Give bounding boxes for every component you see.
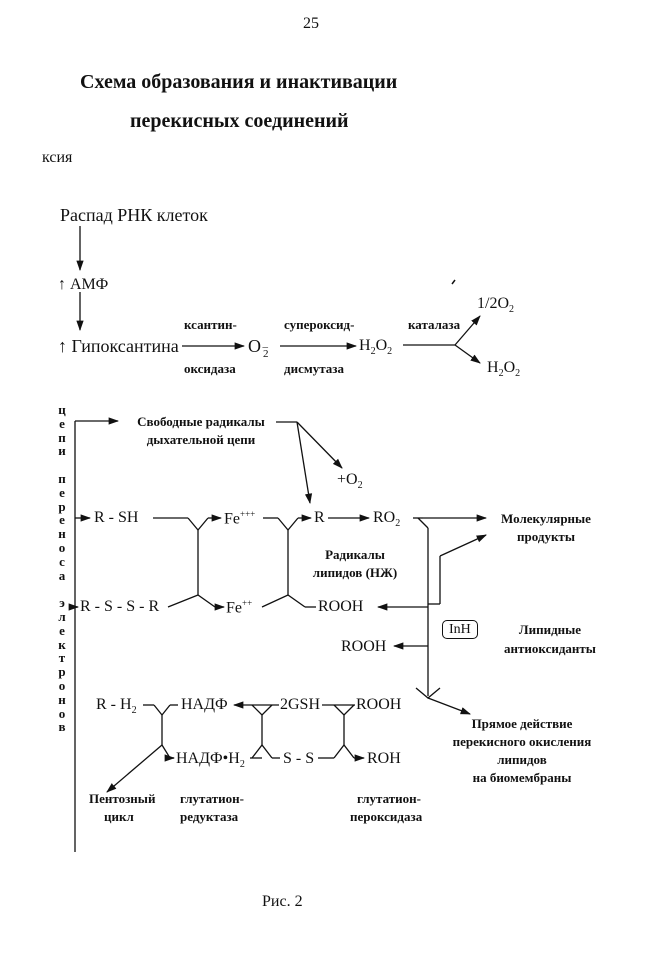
nadph2-label: НАДФ•H2 xyxy=(176,750,245,771)
glutathione-reductase-line-1: глутатион- xyxy=(180,791,244,806)
rssr-label: R - S - S - R xyxy=(80,598,160,615)
fe2-label: Fe++ xyxy=(226,598,253,617)
rooh-label-1: ROOH xyxy=(318,598,364,615)
sod-top: супероксид- xyxy=(284,317,355,332)
rh2-label: R - H2 xyxy=(96,696,137,717)
sod-bottom: дисмутаза xyxy=(284,361,344,376)
vertical-letter: л xyxy=(58,608,66,624)
vertical-letter: о xyxy=(58,677,66,693)
vertical-letter: е xyxy=(59,484,65,500)
vertical-letter: о xyxy=(58,705,66,721)
vertical-gap xyxy=(55,582,69,596)
pentose-cycle-line-2: цикл xyxy=(104,809,134,824)
rooh-label-3: ROOH xyxy=(356,696,402,713)
vertical-letter: н xyxy=(58,526,66,542)
direct-action-line-3: липидов xyxy=(497,752,547,767)
vertical-letter: к xyxy=(58,636,66,652)
rna-decay-label: Распад РНК клеток xyxy=(60,205,208,225)
rooh-label-2: ROOH xyxy=(341,638,387,655)
lipid-antioxidants-line-2: антиоксиданты xyxy=(504,641,596,656)
vertical-gap xyxy=(55,458,69,472)
vertical-letter: п xyxy=(58,429,66,445)
vertical-letter: ц xyxy=(58,402,66,417)
inh-box: InH xyxy=(442,620,478,639)
rsh-label: R - SH xyxy=(94,509,139,526)
glutathione-peroxidase-line-1: глутатион- xyxy=(357,791,421,806)
free-radicals-line-2: дыхательной цепи xyxy=(146,432,256,447)
xanthine-oxidase-bottom: оксидаза xyxy=(184,361,236,376)
glutathione-reductase-line-2: редуктаза xyxy=(180,809,239,824)
vertical-letter: о xyxy=(58,539,66,555)
direct-action-line-4: на биомембраны xyxy=(472,770,572,785)
ro2-label: RO2 xyxy=(373,509,401,530)
h2o2-label: H2O2 xyxy=(359,337,393,358)
glutathione-peroxidase-line-2: пероксидаза xyxy=(350,809,423,824)
title-line-1: Схема образования и инактивации xyxy=(80,71,398,93)
title-line-2: перекисных соединений xyxy=(130,110,349,132)
direct-action-line-1: Прямое действие xyxy=(471,716,573,731)
ss-label: S - S xyxy=(283,750,315,767)
vertical-letter: е xyxy=(59,512,65,528)
direct-action-line-2: перекисного окисления xyxy=(452,734,592,749)
gsh-label: 2GSH xyxy=(280,696,321,713)
vertical-letter: е xyxy=(59,415,65,431)
molecular-products-line-2: продукты xyxy=(517,529,575,544)
lipid-antioxidants-line-1: Липидные xyxy=(518,622,582,637)
vertical-letter: а xyxy=(58,567,66,583)
h2o2-output-label: H2O2 xyxy=(487,359,521,380)
xanthine-oxidase-top: ксантин- xyxy=(184,317,237,332)
fe3-label: Fe+++ xyxy=(224,509,256,528)
plus-o2-label: +O2 xyxy=(337,471,363,492)
pentose-cycle-line-1: Пентозный xyxy=(89,791,156,806)
vertical-letter: в xyxy=(58,719,66,735)
nadp-label: НАДФ xyxy=(181,696,228,713)
r-radical-label: R xyxy=(314,509,325,526)
lipid-radicals-line-1: Радикалы xyxy=(325,547,385,562)
vertical-letter: е xyxy=(59,622,65,638)
amp-label: ↑ АМФ xyxy=(58,276,109,293)
roh-label: ROH xyxy=(367,750,401,767)
hypoxanthine-label: ↑ Гипоксантина xyxy=(58,336,179,356)
molecular-products-line-1: Молекулярные xyxy=(501,511,591,526)
vertical-letter: и xyxy=(58,443,66,459)
vertical-letter: с xyxy=(59,553,65,569)
vertical-letter: н xyxy=(58,691,66,707)
catalase-label: каталаза xyxy=(408,317,461,332)
page-number: 25 xyxy=(303,15,319,32)
vertical-letter: р xyxy=(58,498,66,514)
vertical-letter: п xyxy=(58,470,66,486)
half-o2-label: 1/2O2 xyxy=(477,295,514,316)
lipid-radicals-line-2: липидов (НЖ) xyxy=(312,565,398,580)
vertical-letter: т xyxy=(58,650,66,666)
figure-caption: Рис. 2 xyxy=(262,893,303,910)
free-radicals-line-1: Свободные радикалы xyxy=(137,414,265,429)
vertical-letter: э xyxy=(59,595,65,611)
vertical-letter: р xyxy=(58,664,66,680)
text-fragment: ксия xyxy=(42,149,73,166)
